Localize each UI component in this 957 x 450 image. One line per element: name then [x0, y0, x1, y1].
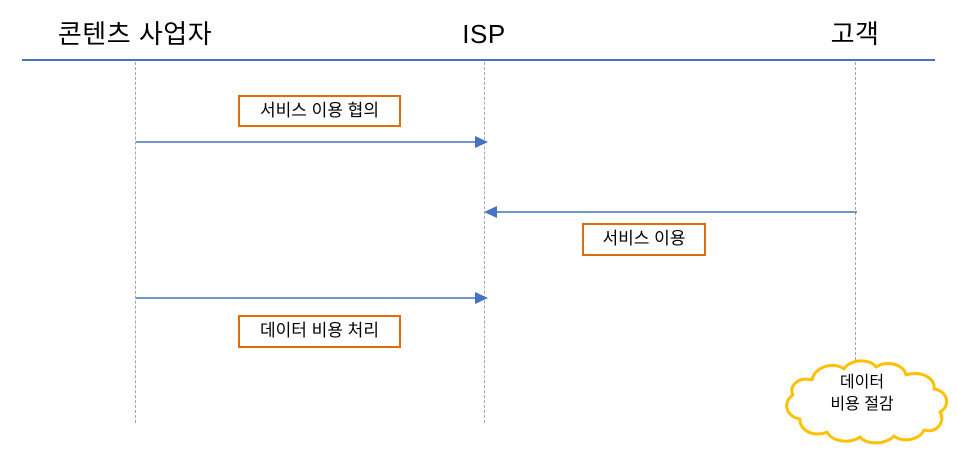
- message-arrow-3: [136, 292, 488, 304]
- header-divider: [22, 59, 935, 61]
- message-label-2: 서비스 이용: [582, 223, 706, 256]
- actor-label-content-provider: 콘텐츠 사업자: [57, 19, 213, 49]
- message-arrow-1: [136, 136, 488, 148]
- lifeline-content-provider: [135, 62, 136, 423]
- lifeline-customer: [855, 62, 856, 365]
- actor-label-isp: ISP: [462, 19, 506, 49]
- cloud-callout-text: 데이터 비용 절감: [830, 374, 894, 413]
- lifeline-isp: [484, 62, 485, 423]
- message-label-1: 서비스 이용 협의: [238, 95, 401, 127]
- message-label-3: 데이터 비용 처리: [238, 315, 401, 348]
- cloud-callout: 데이터 비용 절감: [768, 358, 956, 446]
- cloud-icon: [785, 359, 949, 445]
- actor-label-customer: 고객: [830, 19, 880, 49]
- message-arrow-2: [484, 206, 857, 218]
